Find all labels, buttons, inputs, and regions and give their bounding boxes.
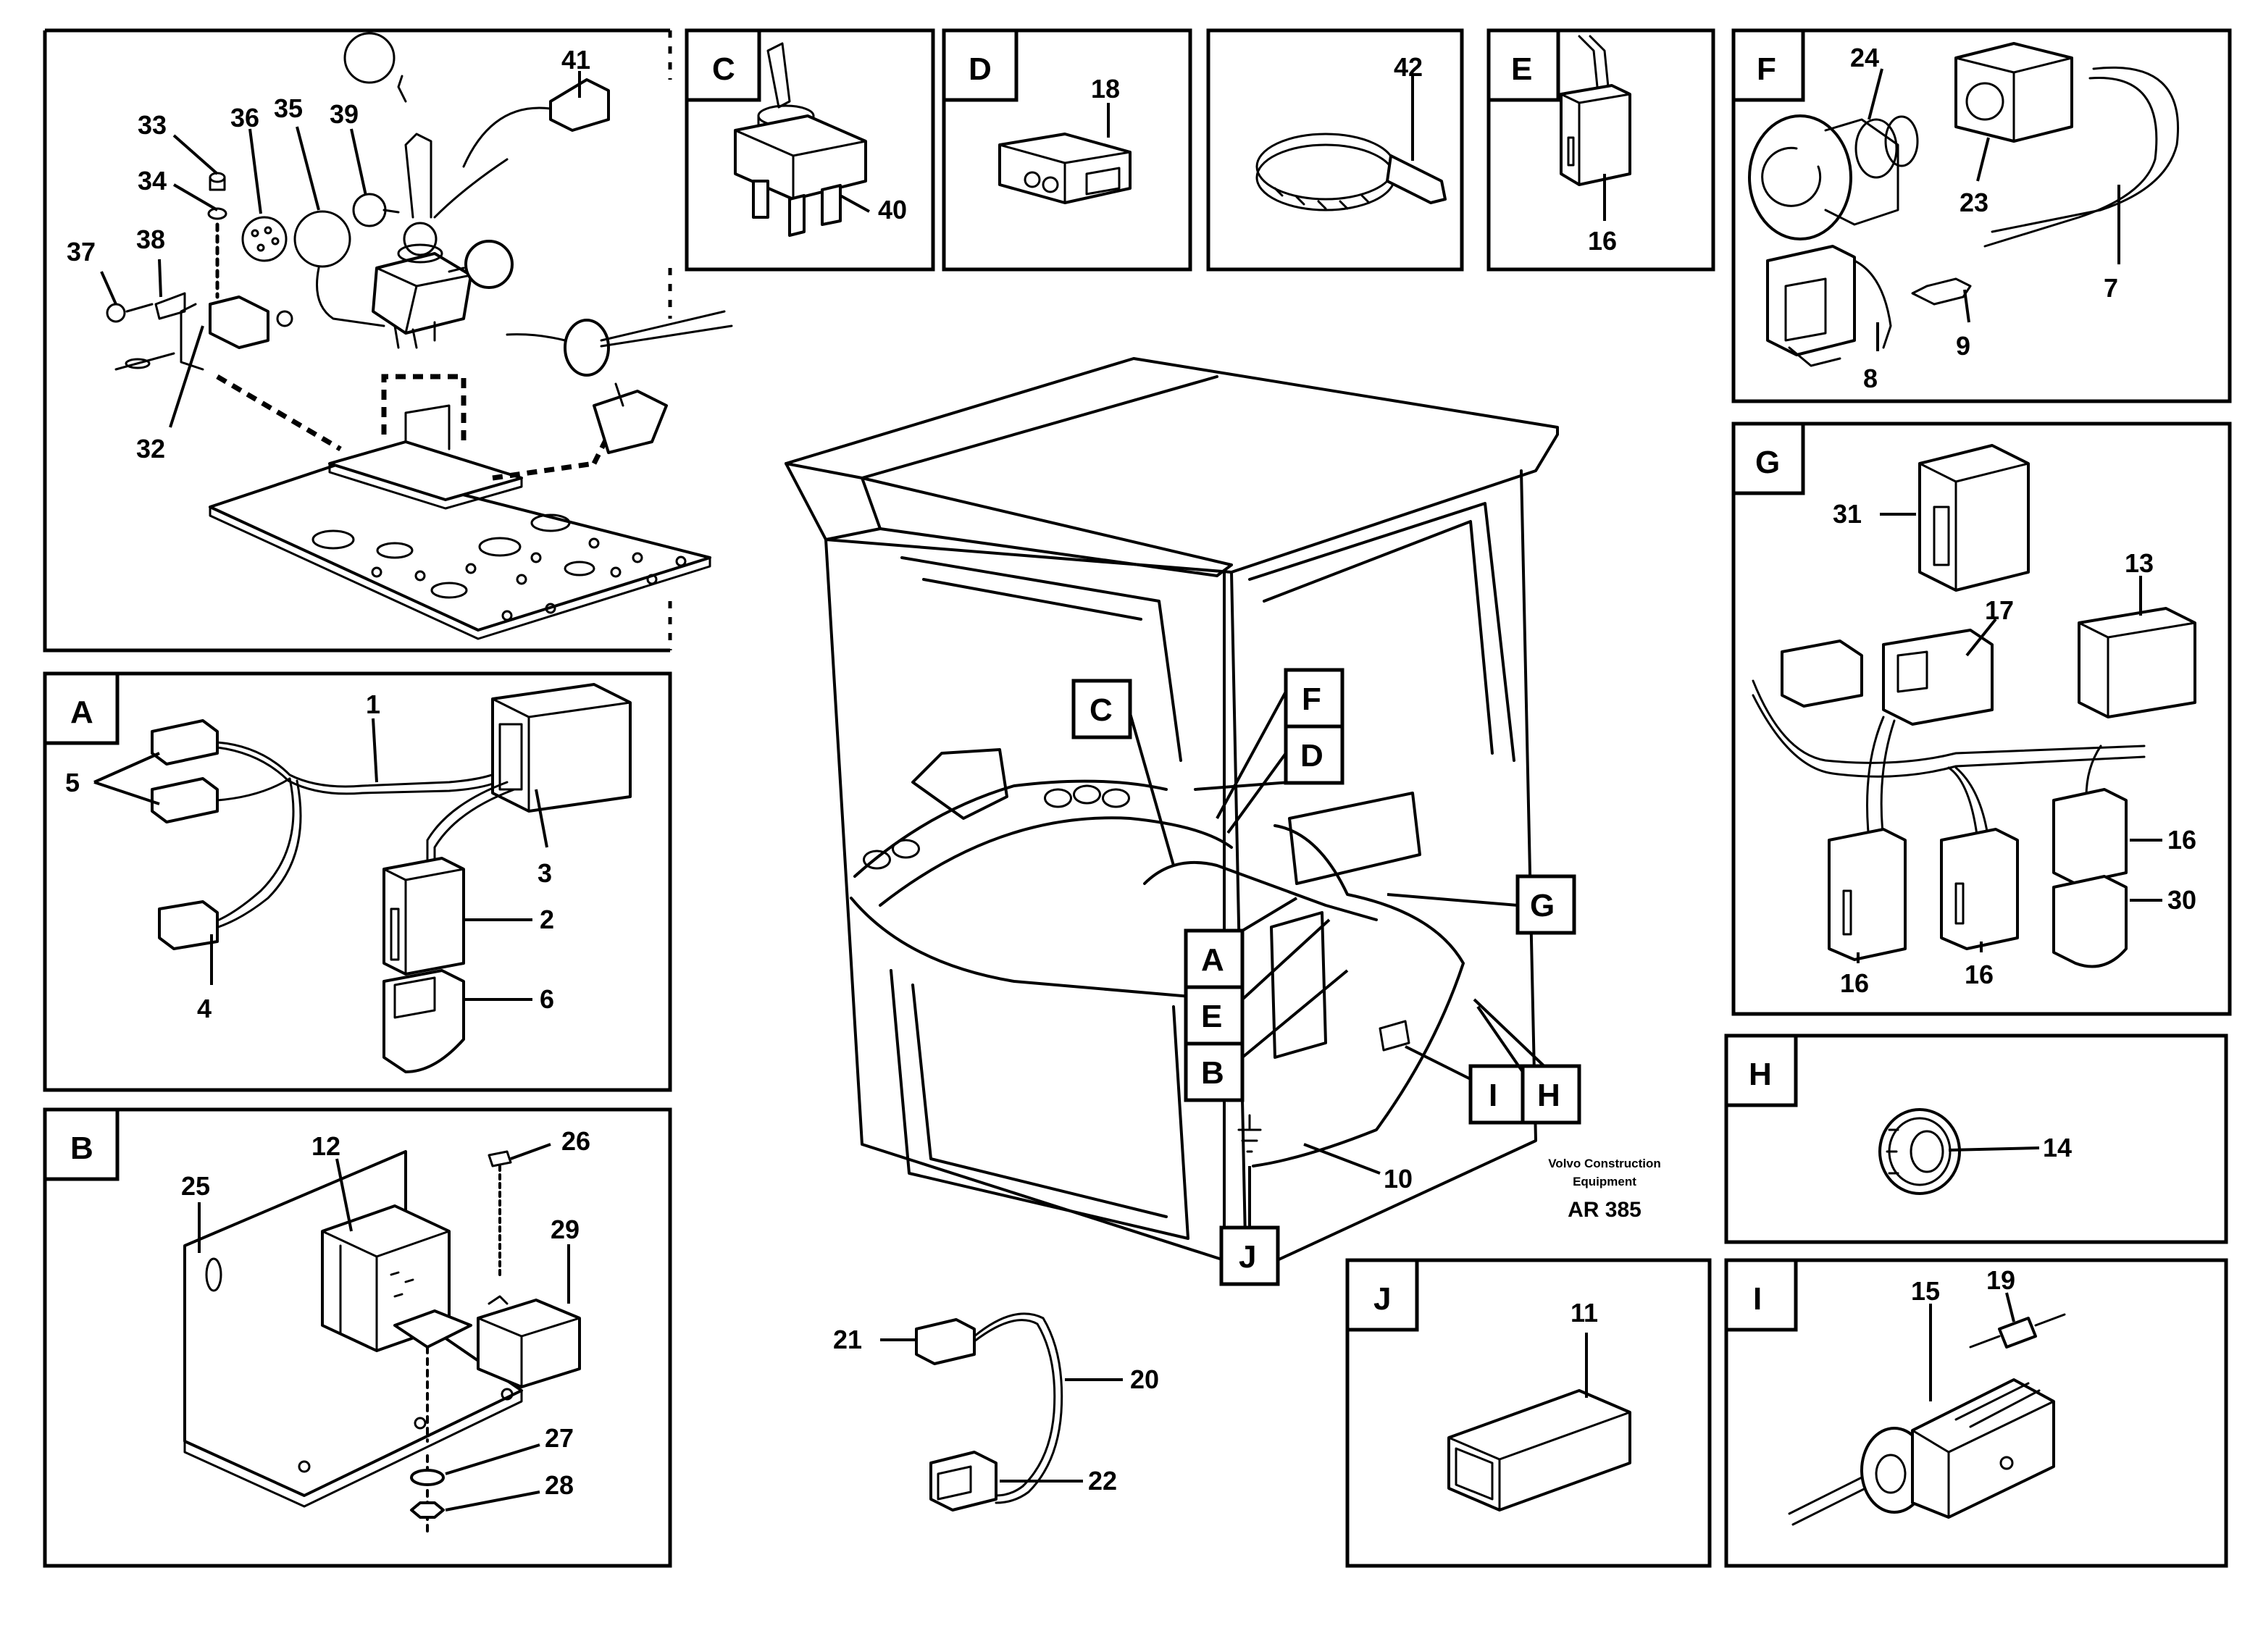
panel-C: C 40 [685,28,935,272]
panel-I: I 15 19 [1724,1258,2228,1568]
panel-H: H 14 [1724,1033,2228,1244]
drawing-code: AR 385 [1568,1198,1642,1222]
wiring-harness-G [1752,444,2196,968]
label-26: 26 [561,1126,590,1156]
small-parts [106,78,733,454]
panel-I-tag: I [1753,1281,1762,1317]
ground-terminal [1447,1389,1631,1511]
label-36: 36 [230,103,259,133]
label-29: 29 [551,1215,580,1244]
cab-tag-D: D [1300,738,1323,773]
label-34: 34 [138,166,167,196]
label-23: 23 [1960,188,1988,217]
panel-A-tag: A [70,695,93,730]
label-31: 31 [1833,499,1862,529]
panel-E-tag: E [1511,51,1532,87]
label-16-G3: 16 [1965,960,1994,989]
harness-20: 21 20 22 [833,1312,1159,1511]
panel-J-tag: J [1373,1281,1391,1317]
label-30: 30 [2167,885,2196,915]
panel-cable-tie: 42 [1206,28,1464,272]
footer: Volvo Construction Equipment AR 385 [1548,1157,1661,1222]
label-4: 4 [197,994,212,1023]
grommet [1878,1108,1961,1195]
connector-18 [998,133,1132,204]
panel-F-tag: F [1757,51,1776,87]
label-28: 28 [545,1470,574,1500]
label-8: 8 [1863,364,1878,393]
label-22: 22 [1088,1466,1117,1496]
panel-H-tag: H [1749,1057,1772,1092]
label-16-G2: 16 [1840,968,1869,998]
label-10: 10 [1384,1164,1413,1194]
label-18: 18 [1091,74,1120,104]
cab-tag-C: C [1090,692,1113,728]
cab-tag-G: G [1530,888,1555,923]
cab-illustration [785,357,1559,1276]
label-6: 6 [540,984,554,1014]
main-labels: 33 34 36 35 39 41 37 38 32 [67,45,590,464]
panel-B-tag: B [70,1131,93,1166]
panel-D: D 18 [942,28,1192,272]
label-19: 19 [1986,1265,2015,1295]
label-11: 11 [1571,1298,1598,1328]
panel-G: G 31 13 17 16 [1731,422,2232,1016]
label-17: 17 [1985,595,2014,625]
panel-F: F 24 23 7 9 8 [1731,28,2232,403]
cab-tag-H: H [1537,1078,1560,1113]
label-2: 2 [540,905,554,934]
cable-tie [1255,133,1447,211]
panel-J: J 11 [1345,1258,1712,1568]
joystick-switch [343,32,514,349]
label-7: 7 [2104,273,2118,303]
label-16-G1: 16 [2167,825,2196,855]
label-33: 33 [138,110,167,140]
harness-A [151,683,632,1073]
company-line1: Volvo Construction [1548,1157,1661,1170]
label-32: 32 [136,434,165,464]
label-13: 13 [2125,548,2154,578]
panel-C-tag: C [712,51,735,87]
emergency-stop [1748,42,2179,367]
cab-tag-B: B [1201,1055,1224,1091]
label-40: 40 [878,195,907,225]
panel-G-tag: G [1755,445,1780,480]
panel-A: A 1 5 3 2 4 6 [43,671,672,1092]
cab-tag-E: E [1201,999,1222,1034]
label-3: 3 [538,858,552,888]
label-21: 21 [833,1325,862,1354]
label-39: 39 [330,99,359,129]
label-16-E: 16 [1588,226,1617,256]
panel-E: E 16 [1486,28,1715,272]
label-14: 14 [2043,1133,2072,1162]
label-38: 38 [136,225,165,254]
connector-16-E [1560,35,1631,186]
label-12: 12 [311,1131,340,1161]
relay-bracket [183,1150,581,1537]
cab-tag-F: F [1302,682,1321,717]
panel-B: B 12 26 25 29 27 28 [43,1107,672,1568]
company-line2: Equipment [1573,1175,1636,1188]
label-24: 24 [1850,43,1879,72]
label-41: 41 [561,45,590,75]
panel-D-tag: D [969,51,992,87]
toggle-switch [734,42,867,237]
sensor-15 [1788,1313,2066,1526]
label-37: 37 [67,237,96,267]
label-25: 25 [181,1171,210,1201]
label-42: 42 [1394,52,1423,82]
cab-tag-I: I [1489,1078,1497,1113]
cab-tags: C F D G A E B I H J 10 [1071,668,1581,1286]
label-27: 27 [545,1423,574,1453]
panel-main: 33 34 36 35 39 41 37 38 32 [43,28,733,653]
label-20: 20 [1130,1364,1159,1394]
label-35: 35 [274,93,303,123]
cab-tag-J: J [1239,1239,1256,1275]
cab-tag-A: A [1201,942,1224,978]
label-1: 1 [366,689,380,719]
label-9: 9 [1956,331,1970,361]
label-5: 5 [65,768,80,797]
label-15: 15 [1911,1276,1940,1306]
